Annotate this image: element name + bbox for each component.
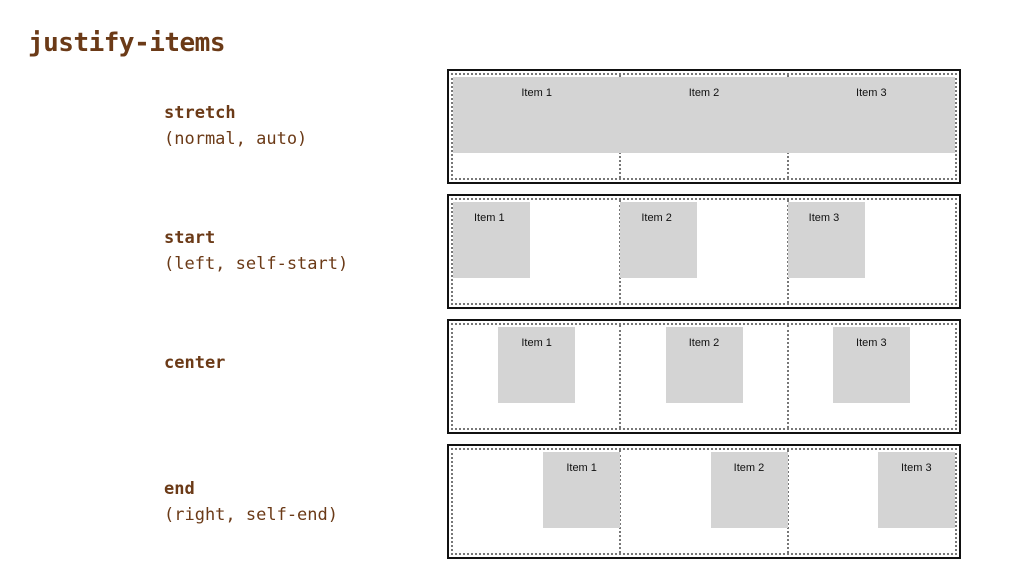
- grid-item: Item 2: [665, 327, 743, 403]
- grid-column-line: [619, 450, 622, 553]
- row-label-center: center: [164, 350, 225, 376]
- page-title: justify-items: [28, 28, 226, 58]
- grid-container: Item 1 Item 2 Item 3: [451, 198, 957, 305]
- grid-item-label: Item 2: [688, 337, 720, 349]
- value-name: end: [164, 479, 195, 499]
- grid-item: Item 3: [787, 77, 955, 153]
- grid-item-label: Item 2: [688, 87, 720, 99]
- row-label-start: start (left, self-start): [164, 225, 348, 277]
- grid-item: Item 2: [620, 202, 698, 278]
- value-name: stretch: [164, 103, 236, 123]
- value-name: center: [164, 353, 226, 373]
- grid-item: Item 1: [498, 327, 576, 403]
- row-label-stretch: stretch (normal, auto): [164, 100, 307, 152]
- grid-item-label: Item 1: [521, 337, 552, 349]
- grid-diagram-start: Item 1 Item 2 Item 3: [447, 194, 961, 309]
- grid-item-label: Item 1: [474, 212, 505, 224]
- grid-item: Item 1: [453, 202, 530, 278]
- row-label-end: end (right, self-end): [164, 476, 338, 528]
- grid-item: Item 1: [543, 452, 621, 528]
- grid-container: Item 1 Item 2 Item 3: [451, 448, 957, 555]
- value-aliases: (right, self-end): [164, 505, 338, 525]
- grid-diagram-center: Item 1 Item 2 Item 3: [447, 319, 961, 434]
- grid-item: Item 3: [787, 202, 865, 278]
- grid-item: Item 2: [620, 77, 788, 153]
- grid-item: Item 2: [710, 452, 788, 528]
- grid-item-label: Item 1: [566, 462, 597, 474]
- grid-diagram-end: Item 1 Item 2 Item 3: [447, 444, 961, 559]
- grid-item-label: Item 2: [641, 212, 672, 224]
- grid-diagram-stretch: Item 1 Item 2 Item 3: [447, 69, 961, 184]
- grid-column-line: [786, 450, 789, 553]
- grid-item-label: Item 3: [808, 212, 840, 224]
- grid-item: Item 1: [453, 77, 621, 153]
- grid-container: Item 1 Item 2 Item 3: [451, 73, 957, 180]
- grid-item-label: Item 1: [521, 87, 552, 99]
- grid-item: Item 3: [878, 452, 955, 528]
- grid-item-label: Item 3: [856, 87, 887, 99]
- value-aliases: (normal, auto): [164, 129, 308, 149]
- value-aliases: (left, self-start): [164, 254, 349, 274]
- grid-item-label: Item 3: [856, 337, 887, 349]
- grid-container: Item 1 Item 2 Item 3: [451, 323, 957, 430]
- grid-item-label: Item 2: [733, 462, 765, 474]
- value-name: start: [164, 228, 216, 248]
- grid-column-line: [786, 325, 789, 428]
- grid-column-line: [619, 325, 622, 428]
- grid-item: Item 3: [832, 327, 910, 403]
- grid-item-label: Item 3: [901, 462, 932, 474]
